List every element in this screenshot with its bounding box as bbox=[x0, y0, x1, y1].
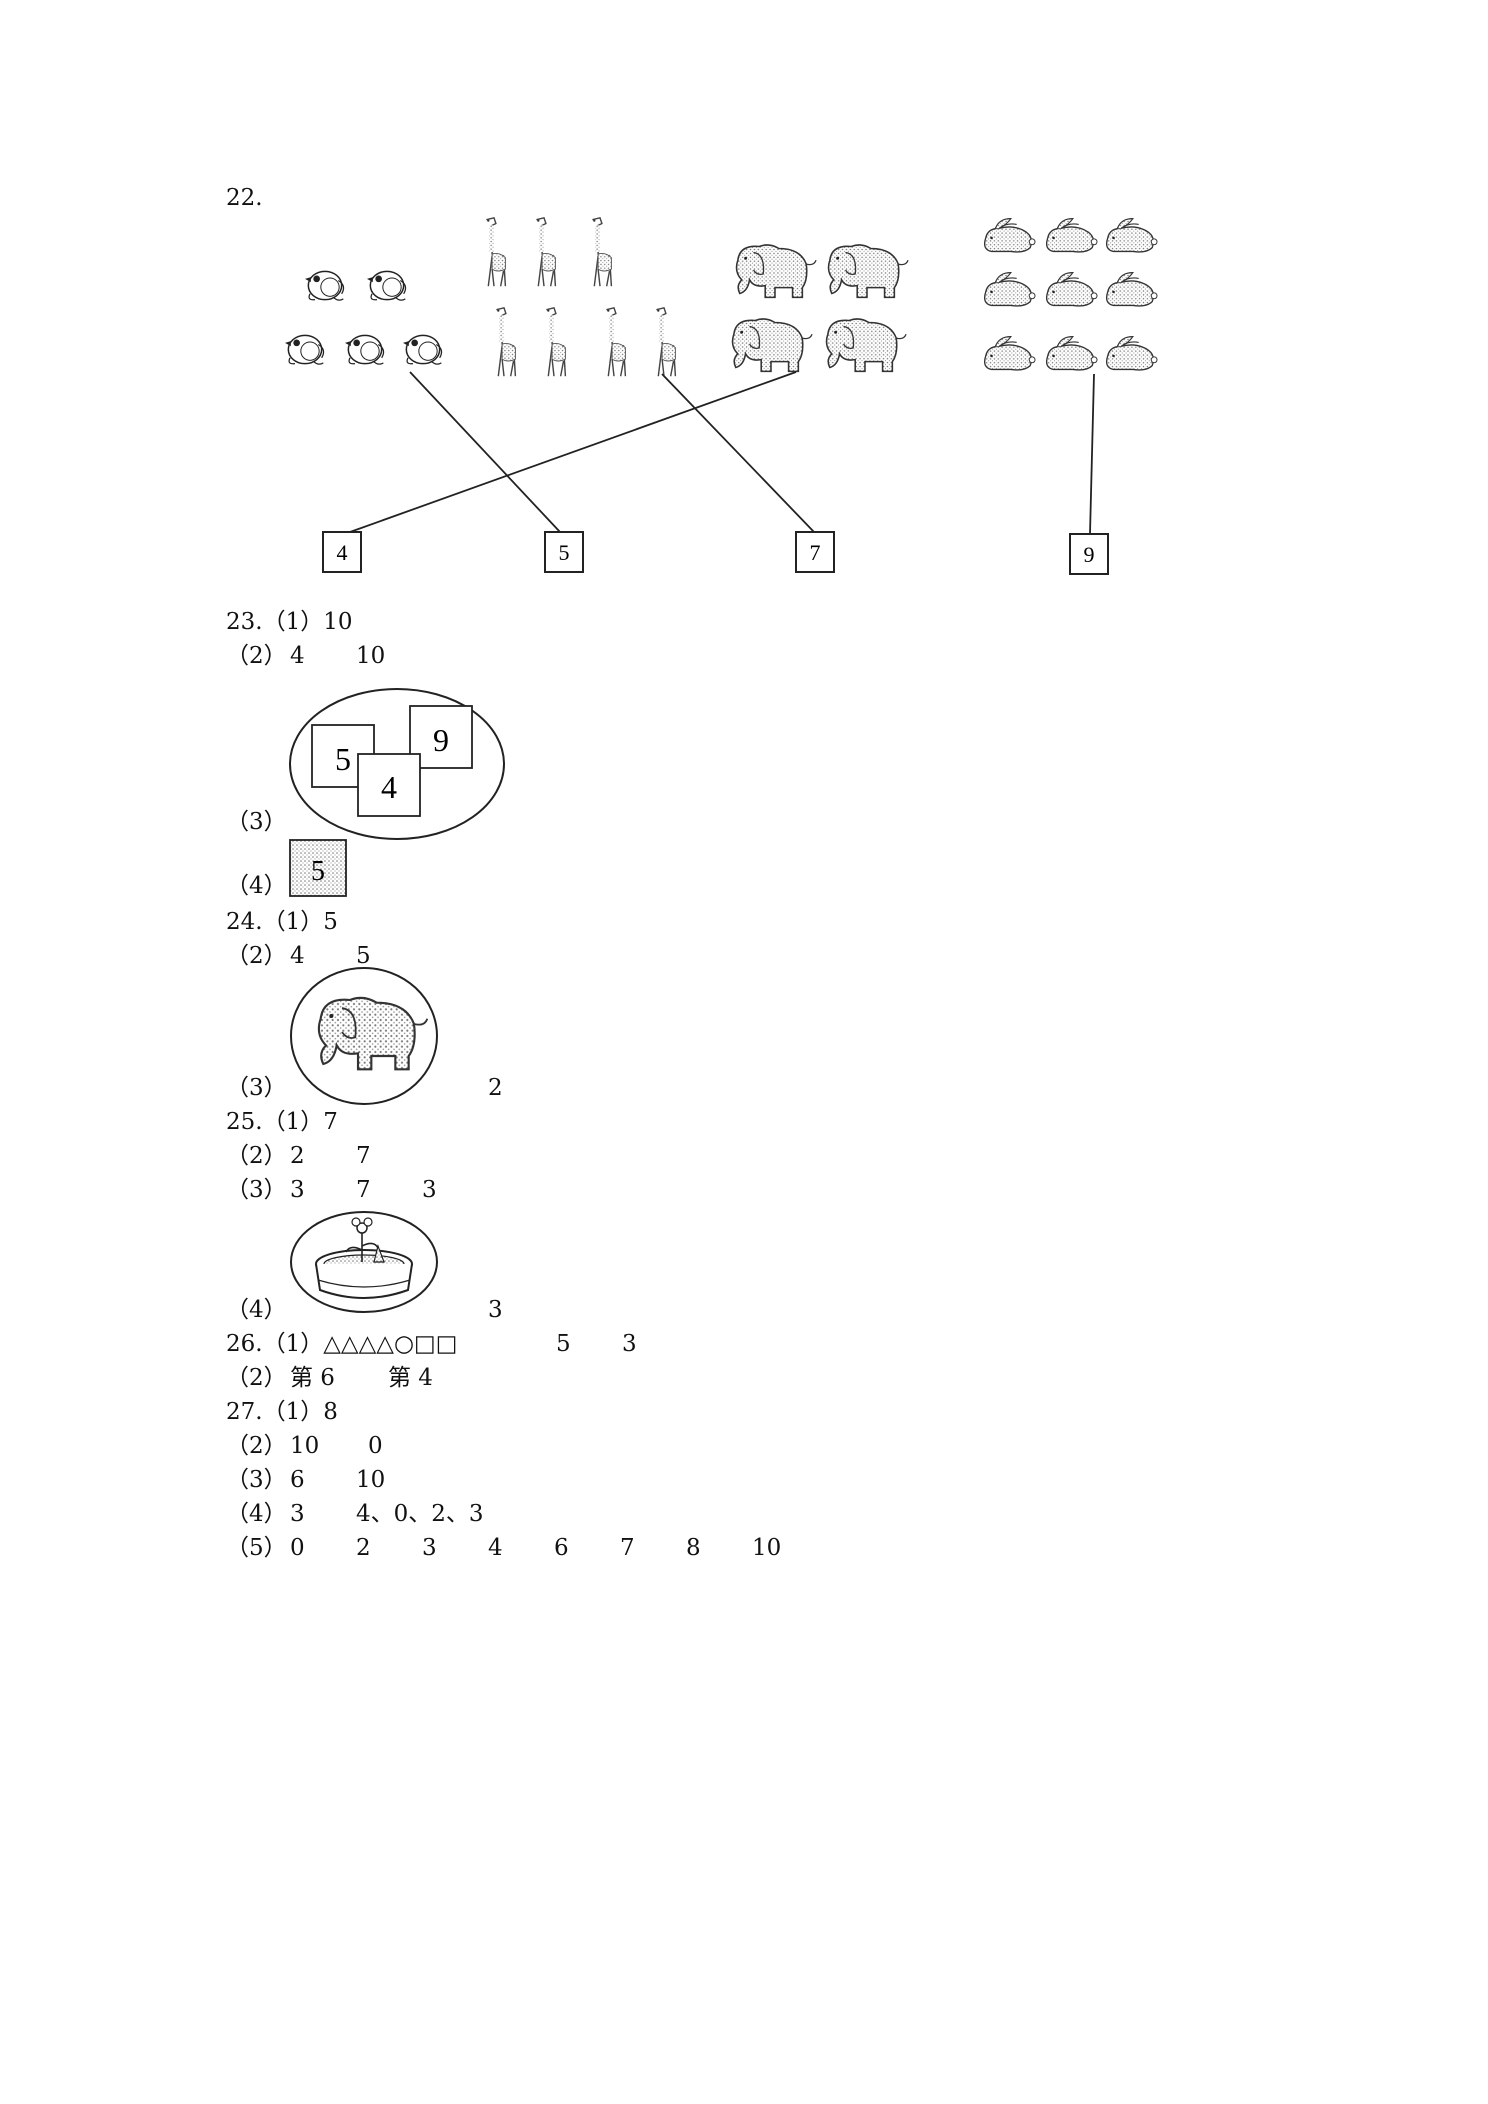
q24-2-tag: （2） bbox=[226, 943, 287, 969]
flowerpot-icon bbox=[315, 1217, 413, 1299]
q26-1-answer-a: 5 bbox=[556, 1331, 571, 1357]
q23-2-answer-b: 10 bbox=[356, 643, 386, 669]
match-line-giraffes bbox=[661, 373, 815, 533]
q23-4-card-figure: 5 bbox=[289, 839, 347, 897]
q27-4-tag: （4） bbox=[226, 1501, 287, 1527]
q26-2-answer-a: 第 6 bbox=[290, 1365, 335, 1391]
q27-5-value: 6 bbox=[554, 1535, 569, 1561]
q23-1-tag: （1） bbox=[262, 609, 324, 635]
q27-5-value: 10 bbox=[752, 1535, 782, 1561]
number-box-4-label: 4 bbox=[337, 540, 348, 565]
q26-2-answer-b: 第 4 bbox=[388, 1365, 433, 1391]
q26-row-1: 26.（1）△△△△○□□ bbox=[226, 1330, 458, 1358]
q23-3-tag: （3） bbox=[226, 809, 287, 835]
q23-4-tag: （4） bbox=[226, 873, 287, 899]
q27-2-tag: （2） bbox=[226, 1433, 287, 1459]
card-4: 4 bbox=[357, 753, 421, 817]
q27-5-value: 8 bbox=[686, 1535, 701, 1561]
card-4-label: 4 bbox=[381, 769, 397, 805]
q23-label: 23. bbox=[226, 609, 263, 635]
q27-5-tag: （5） bbox=[226, 1535, 287, 1561]
q27-3-tag: （3） bbox=[226, 1467, 287, 1493]
q25-1-answer: 7 bbox=[323, 1109, 338, 1135]
q24-label: 24. bbox=[226, 909, 263, 935]
q25-2-answer-a: 2 bbox=[290, 1143, 305, 1169]
q27-3-answer-a: 6 bbox=[290, 1467, 305, 1493]
q24-3-elephant-figure bbox=[290, 967, 438, 1105]
q22-label: 22. bbox=[226, 185, 263, 211]
q27-4-answer-a: 3 bbox=[290, 1501, 305, 1527]
q26-1-answer-b: 3 bbox=[622, 1331, 637, 1357]
q26-1-tag: （1） bbox=[262, 1331, 324, 1357]
q22-matching-figure: 4 5 7 9 bbox=[284, 217, 1158, 575]
q25-4-tag: （4） bbox=[226, 1297, 287, 1323]
q23-1-answer: 10 bbox=[323, 609, 353, 635]
q23-4-card-label: 5 bbox=[311, 856, 325, 887]
number-box-5-label: 5 bbox=[559, 540, 570, 565]
q25-2-tag: （2） bbox=[226, 1143, 287, 1169]
q25-label: 25. bbox=[226, 1109, 263, 1135]
q23-2-tag: （2） bbox=[226, 643, 287, 669]
q25-3-answer-a: 3 bbox=[290, 1177, 305, 1203]
q27-3-answer-b: 10 bbox=[356, 1467, 386, 1493]
q23-row-2: （2） bbox=[226, 642, 287, 670]
q27-5-value: 3 bbox=[422, 1535, 437, 1561]
q25-2-answer-b: 7 bbox=[356, 1143, 371, 1169]
q25-4-flowerpot-figure bbox=[290, 1211, 438, 1313]
q26-2-tag: （2） bbox=[226, 1365, 287, 1391]
q27-row-1: 27.（1）8 bbox=[226, 1398, 338, 1426]
q25-3-tag: （3） bbox=[226, 1177, 287, 1203]
card-9-label: 9 bbox=[433, 722, 449, 758]
q24-1-answer: 5 bbox=[323, 909, 338, 935]
q27-5-value: 7 bbox=[620, 1535, 635, 1561]
q27-5-value: 2 bbox=[356, 1535, 371, 1561]
q24-2-answer-b: 5 bbox=[356, 943, 371, 969]
q27-2-answer-b: 0 bbox=[368, 1433, 383, 1459]
q25-3-answer-c: 3 bbox=[422, 1177, 437, 1203]
q27-5-value: 4 bbox=[488, 1535, 503, 1561]
number-box-9-label: 9 bbox=[1084, 542, 1095, 567]
q27-5-value: 0 bbox=[290, 1535, 305, 1561]
q23-3-cards-figure: 5 9 4 bbox=[289, 688, 505, 840]
q24-3-answer: 2 bbox=[488, 1075, 503, 1101]
q24-3-tag: （3） bbox=[226, 1075, 287, 1101]
q27-4-answer-b: 4、0、2、3 bbox=[356, 1501, 484, 1527]
match-line-rabbits bbox=[1089, 373, 1095, 535]
q23-row-1: 23.（1）10 bbox=[226, 608, 353, 636]
q27-1-answer: 8 bbox=[323, 1399, 338, 1425]
number-box-4: 4 bbox=[322, 531, 362, 573]
q24-1-tag: （1） bbox=[262, 909, 324, 935]
number-box-7-label: 7 bbox=[810, 540, 821, 565]
q25-4-answer: 3 bbox=[488, 1297, 503, 1323]
card-5-label: 5 bbox=[335, 741, 351, 777]
q24-2-answer-a: 4 bbox=[290, 943, 305, 969]
q27-2-answer-a: 10 bbox=[290, 1433, 320, 1459]
q25-1-tag: （1） bbox=[262, 1109, 324, 1135]
q26-label: 26. bbox=[226, 1331, 263, 1357]
q26-1-shapes: △△△△○□□ bbox=[323, 1331, 458, 1357]
q25-3-answer-b: 7 bbox=[356, 1177, 371, 1203]
q27-label: 27. bbox=[226, 1399, 263, 1425]
number-box-9: 9 bbox=[1069, 533, 1109, 575]
match-line-elephants bbox=[349, 371, 797, 533]
q23-2-answer-a: 4 bbox=[290, 643, 305, 669]
number-box-7: 7 bbox=[795, 531, 835, 573]
number-box-5: 5 bbox=[544, 531, 584, 573]
q24-row-1: 24.（1）5 bbox=[226, 908, 338, 936]
q27-1-tag: （1） bbox=[262, 1399, 324, 1425]
q25-row-1: 25.（1）7 bbox=[226, 1108, 338, 1136]
match-line-penguins bbox=[409, 371, 561, 533]
